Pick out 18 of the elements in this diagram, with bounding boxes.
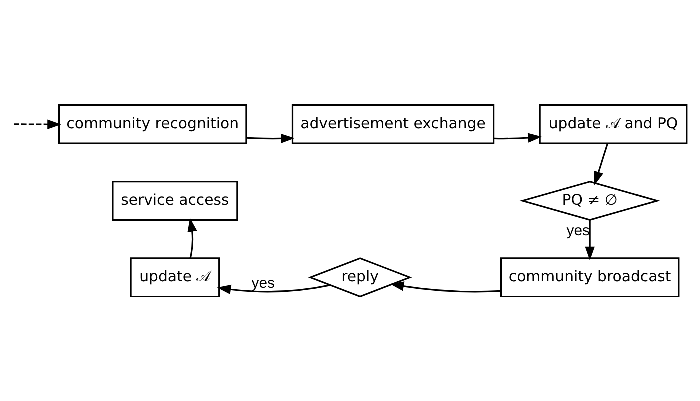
- node-box: community recognition: [58, 104, 248, 144]
- node-diamond: reply: [308, 257, 412, 298]
- arrow: [585, 220, 595, 260]
- arrow: [188, 218, 198, 258]
- edge-label: yes: [252, 275, 275, 292]
- arrow: [494, 132, 542, 142]
- arrow: [217, 284, 331, 294]
- node-box: update 𝒜: [130, 257, 220, 298]
- node-box: service access: [112, 180, 238, 220]
- node-box: update 𝒜 and PQ: [539, 104, 688, 144]
- node-diamond: PQ ≠ ∅: [520, 180, 660, 220]
- arrow: [246, 133, 295, 144]
- node-box: advertisement exchange: [292, 104, 495, 144]
- arrow: [14, 119, 62, 129]
- edge-label: yes: [566, 222, 590, 239]
- arrow: [390, 281, 502, 292]
- node-box: community broadcast: [500, 257, 680, 298]
- arrow: [594, 143, 608, 186]
